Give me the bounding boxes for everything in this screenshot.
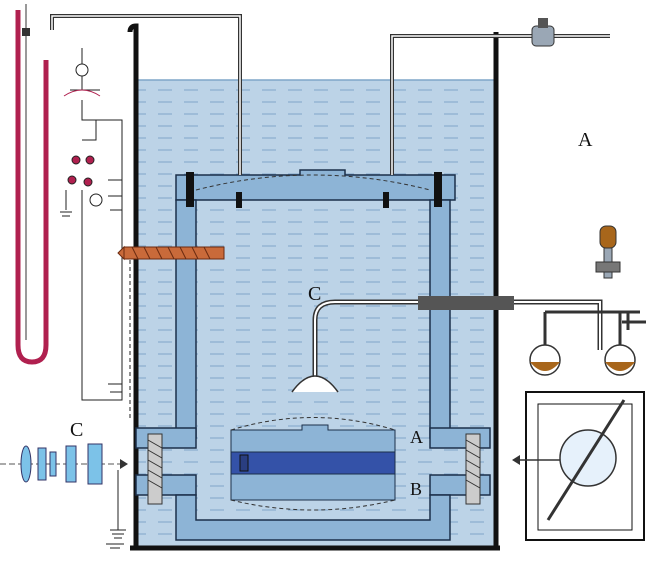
inner-cell <box>230 417 396 511</box>
top-bolts <box>186 172 442 208</box>
window-right <box>465 433 481 505</box>
window-left <box>147 433 163 505</box>
flask-left <box>529 312 561 376</box>
xray-tube-icon <box>512 391 645 541</box>
flask-right <box>604 312 636 376</box>
label-tube-c: C <box>308 283 322 305</box>
heater-rod <box>117 245 225 261</box>
stopcock-icon <box>531 18 555 47</box>
dropping-funnel <box>545 225 646 330</box>
thermometer-icon <box>15 4 49 365</box>
label-cell-b: B <box>410 479 423 499</box>
label-outer-vessel: A <box>578 129 593 151</box>
ground-symbol <box>106 543 124 549</box>
control-circuit <box>60 48 131 539</box>
tube-c <box>291 296 603 393</box>
lens-system <box>0 443 128 485</box>
label-cell-a: A <box>410 427 423 447</box>
label-lens-c: C <box>70 419 84 441</box>
